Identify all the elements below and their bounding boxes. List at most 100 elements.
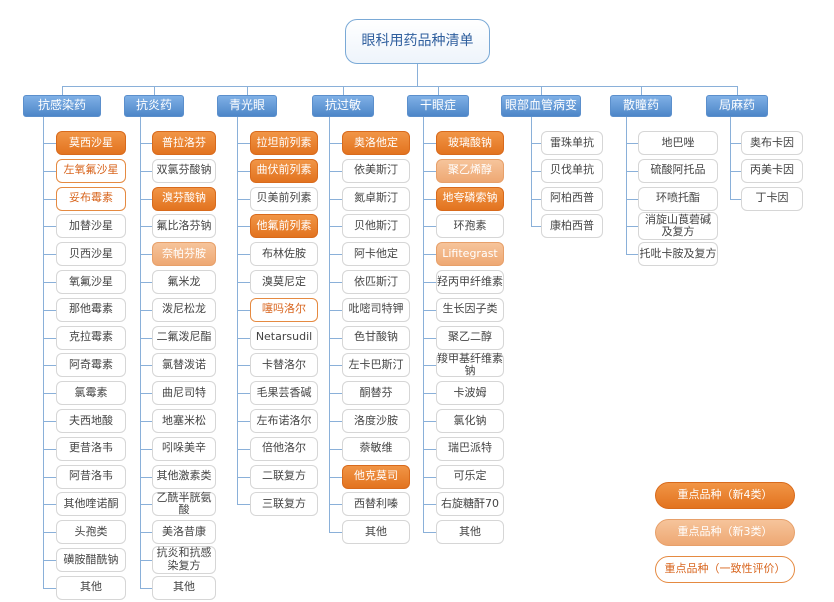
drug-item: 抗炎和抗感 染复方 (152, 546, 216, 574)
drug-item: 溴芬酸钠 (152, 186, 216, 211)
connector-line (237, 449, 250, 450)
drug-item: 丙美卡因 (741, 158, 803, 183)
connector-line (237, 199, 250, 200)
drug-item: 地塞米松 (152, 409, 216, 433)
drug-item: 妥布霉素 (56, 186, 126, 211)
legend-item: 重点品种（一致性评价） (655, 556, 795, 583)
connector-line (43, 560, 56, 561)
connector-line (140, 338, 152, 339)
drug-item: 西替利嗪 (342, 492, 410, 517)
drug-item: 氟米龙 (152, 270, 216, 294)
connector-line (237, 421, 250, 422)
category-header: 局麻药 (706, 95, 768, 117)
drug-item: 氮卓斯汀 (342, 186, 410, 211)
connector-line (237, 171, 250, 172)
connector-line (329, 477, 342, 478)
drug-item: 瑞巴派特 (436, 436, 504, 461)
connector-line (140, 199, 152, 200)
connector-line (329, 421, 342, 422)
connector-line (531, 226, 541, 227)
drug-item: 托吡卡胺及复方 (638, 242, 718, 267)
connector-line (43, 365, 56, 366)
connector-line (423, 449, 436, 450)
drug-item: 丁卡因 (741, 186, 803, 211)
drug-item: 依匹斯汀 (342, 270, 410, 294)
connector-line (737, 86, 738, 95)
connector-line (343, 86, 344, 95)
category-header: 抗过敏 (312, 95, 374, 117)
drug-item: 那他霉素 (56, 297, 126, 322)
connector-line (531, 199, 541, 200)
drug-item: 色甘酸钠 (342, 325, 410, 350)
connector-line (43, 199, 56, 200)
drug-item: 环喷托酯 (638, 186, 718, 211)
connector-line (329, 282, 342, 283)
connector-line (531, 117, 532, 227)
category-header: 眼部血管病变 (501, 95, 581, 117)
connector-line (541, 86, 542, 95)
connector-line (43, 226, 56, 227)
drug-item: 羧甲基纤维素钠 (436, 351, 504, 378)
connector-line (140, 365, 152, 366)
drug-item: 左卡巴斯汀 (342, 353, 410, 378)
connector-line (423, 282, 436, 283)
drug-item: 其他 (436, 520, 504, 545)
drug-item: 生长因子类 (436, 297, 504, 322)
connector-line (140, 588, 152, 589)
drug-item: 吡嘧司特钾 (342, 297, 410, 322)
drug-item: 雷珠单抗 (541, 131, 603, 155)
drug-item: 其他 (342, 520, 410, 545)
connector-line (237, 477, 250, 478)
drug-item: 二氟泼尼酯 (152, 325, 216, 350)
connector-line (329, 143, 342, 144)
connector-line (140, 504, 152, 505)
drug-item: 噻吗洛尔 (250, 297, 318, 322)
drug-item: 曲伏前列素 (250, 158, 318, 183)
connector-line (43, 588, 56, 589)
connector-line (423, 199, 436, 200)
connector-line (417, 64, 418, 86)
drug-item: 磺胺醋酰钠 (56, 548, 126, 572)
connector-line (237, 393, 250, 394)
drug-item: 他氟前列素 (250, 214, 318, 239)
connector-line (423, 171, 436, 172)
category-header: 抗感染药 (23, 95, 101, 117)
drug-item: 聚乙烯醇 (436, 158, 504, 183)
drug-item: 普拉洛芬 (152, 131, 216, 155)
category-header: 青光眼 (217, 95, 277, 117)
connector-line (329, 532, 342, 533)
connector-line (43, 254, 56, 255)
connector-line (43, 421, 56, 422)
connector-line (329, 171, 342, 172)
connector-line (140, 226, 152, 227)
connector-line (329, 226, 342, 227)
connector-line (730, 171, 741, 172)
drug-item: 夫西地酸 (56, 409, 126, 433)
drug-item: 加替沙星 (56, 214, 126, 239)
connector-line (140, 477, 152, 478)
drug-item: 依美斯汀 (342, 158, 410, 183)
connector-line (154, 86, 155, 95)
category-header: 散瞳药 (610, 95, 672, 117)
category-header: 抗炎药 (124, 95, 184, 117)
drug-item: 奈帕芬胺 (152, 242, 216, 267)
drug-item: 贝他斯汀 (342, 214, 410, 239)
connector-line (140, 282, 152, 283)
connector-line (329, 365, 342, 366)
connector-line (641, 86, 642, 95)
connector-line (43, 504, 56, 505)
drug-item: 头孢类 (56, 520, 126, 545)
drug-item: Lifitegrast (436, 242, 504, 267)
connector-line (329, 199, 342, 200)
connector-line (43, 282, 56, 283)
connector-line (237, 504, 250, 505)
drug-item: 萘敏维 (342, 436, 410, 461)
connector-line (329, 254, 342, 255)
connector-line (423, 477, 436, 478)
connector-line (140, 117, 141, 589)
drug-item: 其他喹诺酮 (56, 492, 126, 517)
connector-line (43, 532, 56, 533)
drug-item: 双氯芬酸钠 (152, 158, 216, 183)
drug-item: 吲哚美辛 (152, 436, 216, 461)
